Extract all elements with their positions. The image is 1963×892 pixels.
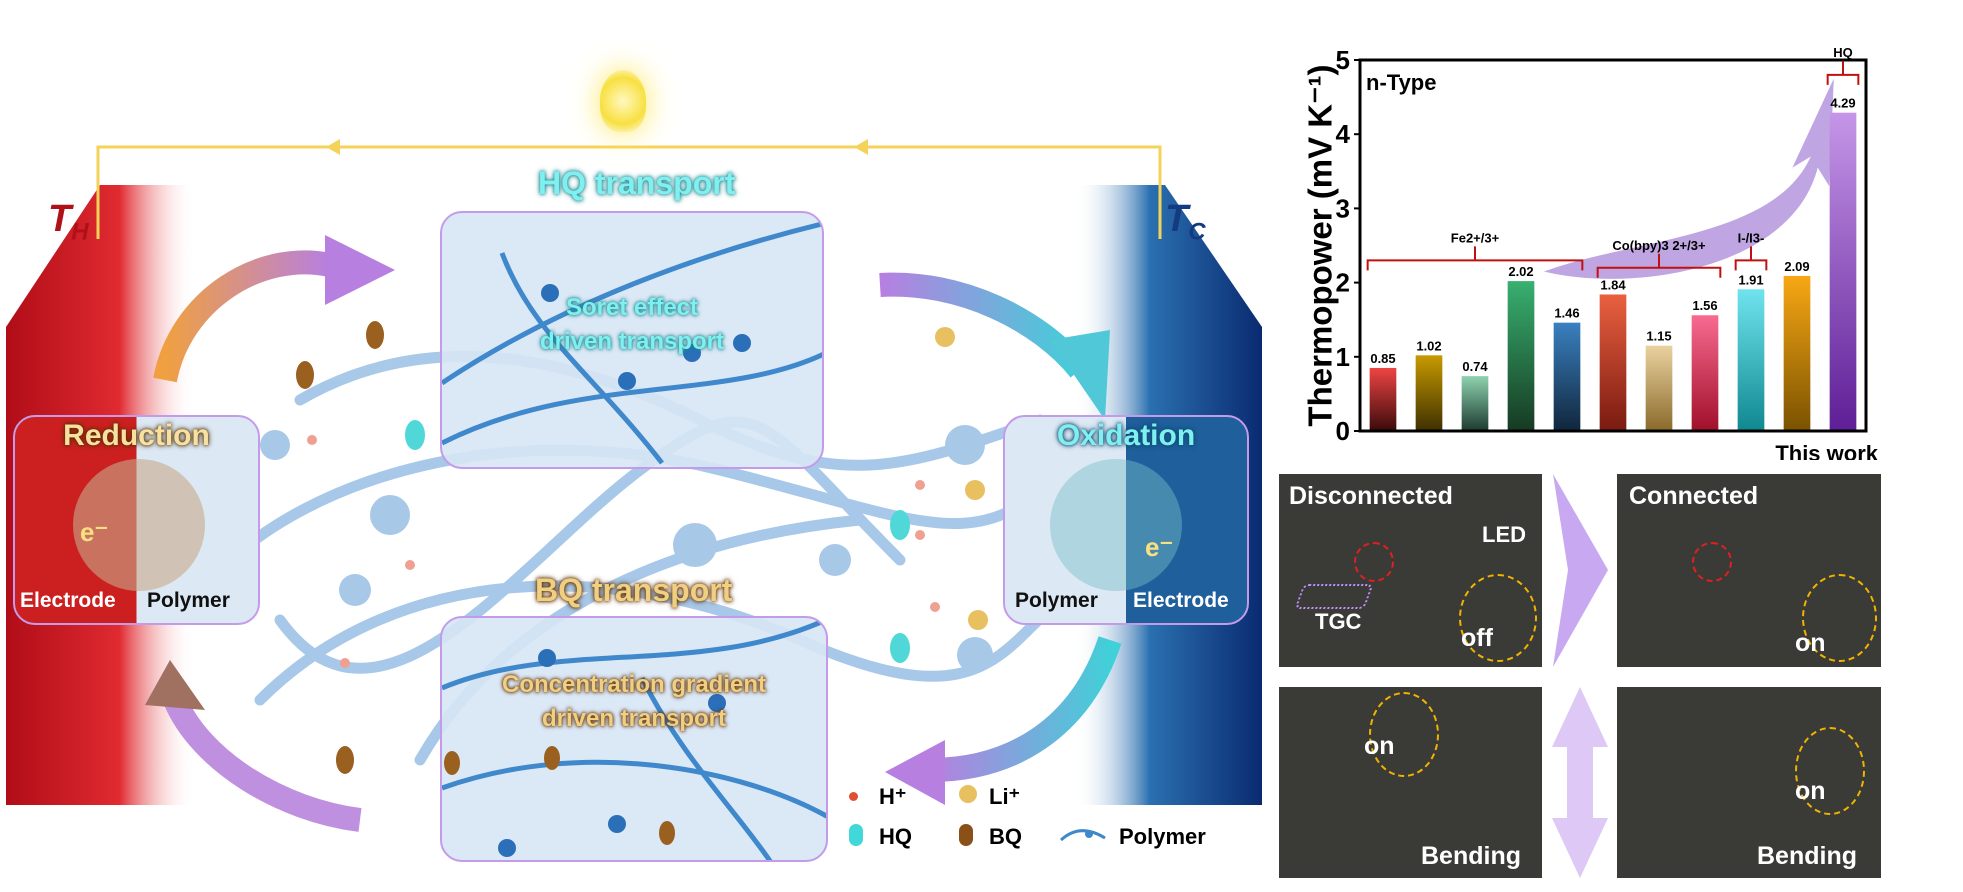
- reaction-sphere: [73, 459, 205, 591]
- bar-value-label: 1.84: [1600, 277, 1626, 292]
- chart-title: n-Type: [1366, 70, 1436, 95]
- bar-9: [1783, 275, 1811, 431]
- light-bulb-icon: [600, 70, 646, 132]
- electrode-label: Electrode: [1133, 589, 1229, 612]
- bending-label: Bending: [1421, 842, 1521, 870]
- bar-value-label: 0.74: [1462, 359, 1488, 374]
- status-label: on: [1795, 777, 1826, 805]
- this-work-label: This work: [1775, 441, 1878, 460]
- bar-value-label: 2.09: [1784, 259, 1809, 274]
- bar-8: [1737, 289, 1765, 431]
- plot-frame: [1358, 58, 1868, 433]
- electrode-label: Electrode: [20, 589, 116, 612]
- group-label: I-/I3-: [1738, 230, 1765, 245]
- polymer-label: Polymer: [1015, 589, 1098, 612]
- photo-bending-1: on Bending: [1279, 687, 1542, 878]
- tgc-label: TGC: [1315, 609, 1362, 634]
- trend-arrow: [1544, 78, 1834, 279]
- zoom-circle: [1369, 692, 1439, 777]
- legend-polymer: Polymer: [1119, 824, 1206, 849]
- bar-value-label: 4.29: [1830, 96, 1855, 111]
- photo-bending-2: on Bending: [1617, 687, 1881, 878]
- group-label: Fe2+/3+: [1451, 230, 1500, 245]
- bar-1: [1415, 355, 1443, 431]
- y-tick-label: 3: [1336, 193, 1350, 223]
- group-bracket: [1734, 246, 1768, 271]
- li-ion-icon: [959, 785, 977, 803]
- group-label: Co(bpy)3 2+/3+: [1612, 238, 1706, 253]
- legend-li: Li⁺: [989, 784, 1021, 809]
- oxidation-panel: Oxidation e⁻ Polymer Electrode: [1003, 415, 1249, 625]
- bar-value-label: 1.02: [1416, 338, 1441, 353]
- bar-value-label: 1.91: [1738, 272, 1763, 287]
- bq-icon: [959, 824, 973, 846]
- photo-title: Connected: [1629, 482, 1759, 510]
- bq-transport-title: BQ transport: [535, 572, 733, 608]
- electron-label: e⁻: [80, 517, 109, 547]
- hq-particles: [405, 420, 910, 663]
- led-highlight-circle: [1692, 542, 1732, 582]
- circuit-wire: [96, 145, 1162, 239]
- status-label: on: [1795, 629, 1826, 657]
- bar-4: [1553, 322, 1581, 431]
- reaction-sphere: [1050, 459, 1182, 591]
- group-bracket: [1826, 60, 1860, 85]
- bar-chart: 0.85 1.02 0.74 2.02 1.46 1.84 1.15 1.56 1.91 2.09…: [1336, 45, 1879, 460]
- bar-0: [1369, 367, 1397, 431]
- bar-2: [1461, 376, 1489, 431]
- legend-bq: BQ: [989, 824, 1022, 849]
- bar-6: [1645, 345, 1673, 431]
- hq-icon: [849, 824, 863, 846]
- photo-disconnected: Disconnected LED TGC off: [1279, 474, 1542, 667]
- bar-7: [1691, 315, 1719, 431]
- y-tick-label: 0: [1336, 416, 1350, 446]
- polymer-icon: [1059, 829, 1106, 842]
- group-bracket: [1366, 246, 1584, 271]
- h-ion-icon: [849, 792, 858, 801]
- hot-temperature-label: TH: [48, 198, 89, 246]
- legend-h: H⁺: [879, 784, 907, 809]
- status-label: on: [1364, 732, 1395, 760]
- cold-temperature-label: TC: [1165, 198, 1206, 246]
- group-label: HQ: [1833, 45, 1853, 60]
- led-highlight-circle: [1354, 542, 1394, 582]
- led-label: LED: [1482, 522, 1526, 547]
- bar-value-label: 1.15: [1646, 329, 1671, 344]
- bar-value-label: 2.02: [1508, 264, 1533, 279]
- photo-title: Disconnected: [1289, 482, 1453, 510]
- bar-10: [1829, 112, 1857, 431]
- bar-3: [1507, 281, 1535, 431]
- tgc-highlight: [1294, 584, 1374, 609]
- legend-hq: HQ: [879, 824, 912, 849]
- bending-label: Bending: [1757, 842, 1857, 870]
- polymer-label: Polymer: [147, 589, 230, 612]
- zoom-circle: [1795, 727, 1865, 815]
- photo-connected: Connected on: [1617, 474, 1881, 667]
- hq-transport-title: HQ transport: [538, 165, 736, 201]
- arrow-right-icon: [1553, 474, 1608, 667]
- bar-value-label: 1.46: [1554, 306, 1579, 321]
- arrow-bidirectional-icon: [1552, 687, 1608, 878]
- legend: H⁺ Li⁺ HQ BQ Polymer: [849, 782, 1239, 852]
- group-bracket: [1596, 253, 1722, 278]
- bar-5: [1599, 294, 1627, 431]
- oxidation-label: Oxidation: [1056, 419, 1196, 452]
- bar-value-label: 1.56: [1692, 298, 1717, 313]
- electron-label: e⁻: [1145, 532, 1174, 562]
- bq-particles: [296, 321, 384, 774]
- y-tick-label: 1: [1336, 342, 1350, 372]
- reduction-panel: Reduction e⁻ Electrode Polymer: [13, 415, 260, 625]
- y-tick-label: 5: [1336, 45, 1350, 75]
- status-label: off: [1461, 624, 1493, 652]
- zoom-circle: [1459, 574, 1537, 662]
- zoom-circle: [1802, 574, 1877, 662]
- y-tick-label: 4: [1336, 119, 1351, 149]
- reduction-label: Reduction: [63, 419, 210, 452]
- bar-value-label: 0.85: [1370, 351, 1395, 366]
- y-tick-label: 2: [1336, 268, 1350, 298]
